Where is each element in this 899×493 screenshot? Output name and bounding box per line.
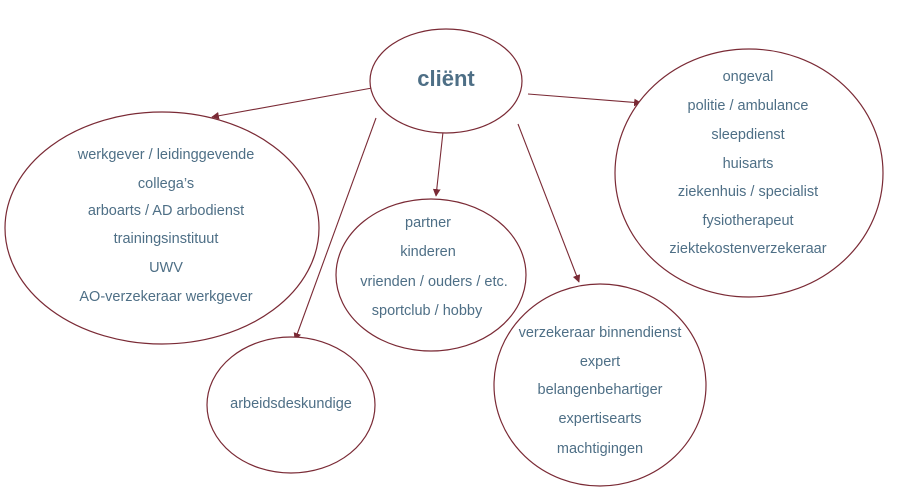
arrow-to-accident-group bbox=[527, 93, 642, 107]
work-item: trainingsinstituut bbox=[114, 231, 219, 247]
insurance-item: expertisearts bbox=[558, 411, 641, 427]
accident-item: ziekenhuis / specialist bbox=[678, 184, 818, 200]
work-item: collega’s bbox=[138, 176, 194, 192]
arrow-to-work-group bbox=[211, 87, 373, 120]
arrow-to-labor-expert bbox=[293, 117, 377, 341]
labor-expert-node: arbeidsdeskundige bbox=[206, 336, 376, 474]
labor-expert-item: arbeidsdeskundige bbox=[230, 396, 352, 412]
accident-item: fysiotherapeut bbox=[702, 213, 793, 229]
social-item: vrienden / ouders / etc. bbox=[360, 274, 508, 290]
social-item: partner bbox=[405, 215, 451, 231]
insurance-item: belangenbehartiger bbox=[538, 382, 663, 398]
insurance-item: expert bbox=[580, 354, 620, 370]
work-item: UWV bbox=[149, 260, 183, 276]
work-item: werkgever / leidinggevende bbox=[77, 147, 255, 163]
center-label: cliënt bbox=[417, 66, 475, 91]
insurance-item: verzekeraar binnendienst bbox=[519, 325, 682, 341]
accident-item: huisarts bbox=[723, 156, 774, 172]
arrow-to-social-group bbox=[432, 131, 444, 197]
work-item: AO-verzekeraar werkgever bbox=[79, 289, 252, 305]
center-node: cliënt bbox=[369, 28, 523, 134]
accident-item: ziektekostenverzekeraar bbox=[669, 241, 826, 257]
accident-item: ongeval bbox=[723, 69, 774, 85]
accident-item: sleepdienst bbox=[711, 127, 784, 143]
accident-item: politie / ambulance bbox=[688, 98, 809, 114]
social-item: sportclub / hobby bbox=[372, 303, 483, 319]
insurance-item: machtigingen bbox=[557, 441, 643, 457]
work-item: arboarts / AD arbodienst bbox=[88, 203, 244, 219]
connectors bbox=[211, 87, 642, 341]
insurance-group-node: verzekeraar binnendienst expert belangen… bbox=[493, 283, 707, 487]
social-group-node: partner kinderen vrienden / ouders / etc… bbox=[335, 198, 527, 352]
arrow-to-insurance-group bbox=[517, 123, 581, 283]
social-item: kinderen bbox=[400, 244, 456, 260]
accident-group-node: ongeval politie / ambulance sleepdienst … bbox=[614, 48, 884, 298]
work-group-node: werkgever / leidinggevende collega’s arb… bbox=[4, 111, 320, 345]
